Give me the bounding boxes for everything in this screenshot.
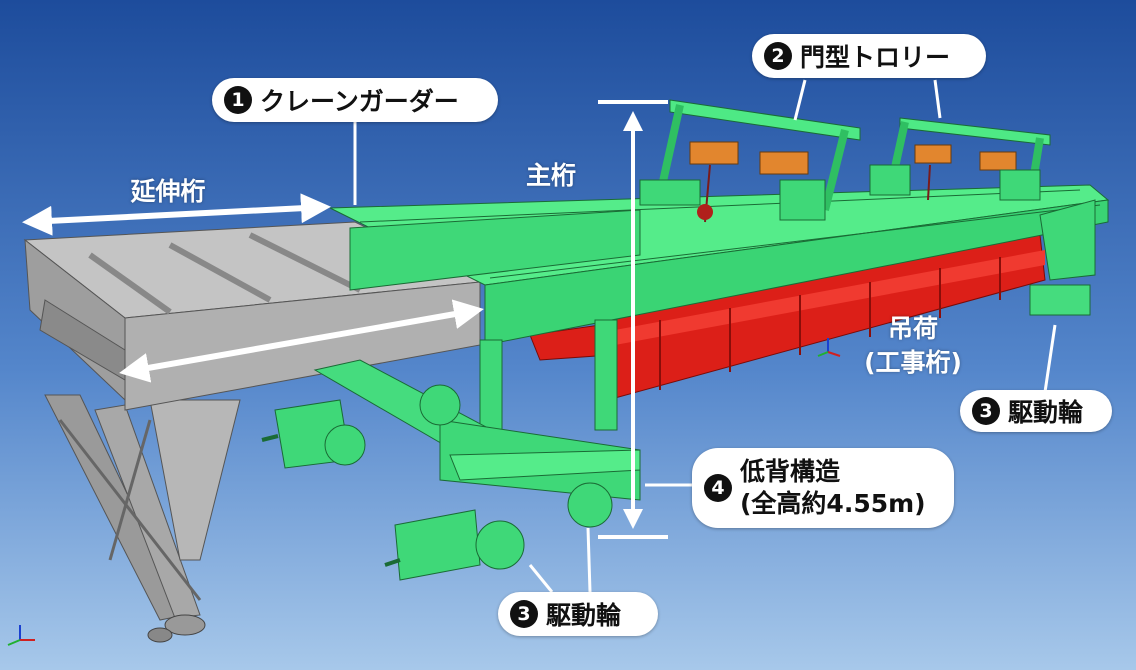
lower-bogie-structure — [261, 319, 641, 581]
number-badge: 3 — [972, 397, 1000, 425]
gantry-trolley-label: 門型トロリー — [800, 43, 951, 72]
suspended-load-label: 吊荷 (工事桁) — [848, 312, 978, 380]
load-label-line1: 吊荷 — [887, 314, 938, 343]
gantry-trolleys — [639, 99, 1051, 223]
number-badge: 3 — [510, 600, 538, 628]
height-dimension — [598, 100, 668, 539]
total-height-label: (全高約4.55m) — [740, 489, 926, 518]
leader-lines — [353, 79, 1057, 593]
axis-indicator — [7, 338, 841, 646]
crane-girder-callout: 1 クレーンガーダー — [212, 78, 498, 122]
crane-girder-label: クレーンガーダー — [260, 87, 459, 116]
extension-arrow-upper — [22, 193, 331, 236]
number-badge: 1 — [224, 86, 252, 114]
number-badge: 4 — [704, 474, 732, 502]
main-girder-label: 主桁 — [525, 161, 576, 190]
load-label-line2: (工事桁) — [864, 348, 962, 377]
drive-wheel-bottom-label: 駆動輪 — [546, 601, 622, 630]
number-badge: 2 — [764, 42, 792, 70]
extension-arrow-lower — [119, 299, 484, 383]
low-profile-callout: 4 低背構造 (全高約4.55m) — [692, 448, 954, 528]
low-profile-label: 低背構造 — [740, 457, 841, 486]
drive-wheel-bottom-callout: 3 駆動輪 — [498, 592, 658, 636]
drive-wheel-right-label: 駆動輪 — [1008, 398, 1084, 427]
gantry-trolley-callout: 2 門型トロリー — [752, 34, 986, 78]
drive-wheel-right-callout: 3 駆動輪 — [960, 390, 1112, 432]
extension-girder-label: 延伸桁 — [130, 177, 206, 206]
